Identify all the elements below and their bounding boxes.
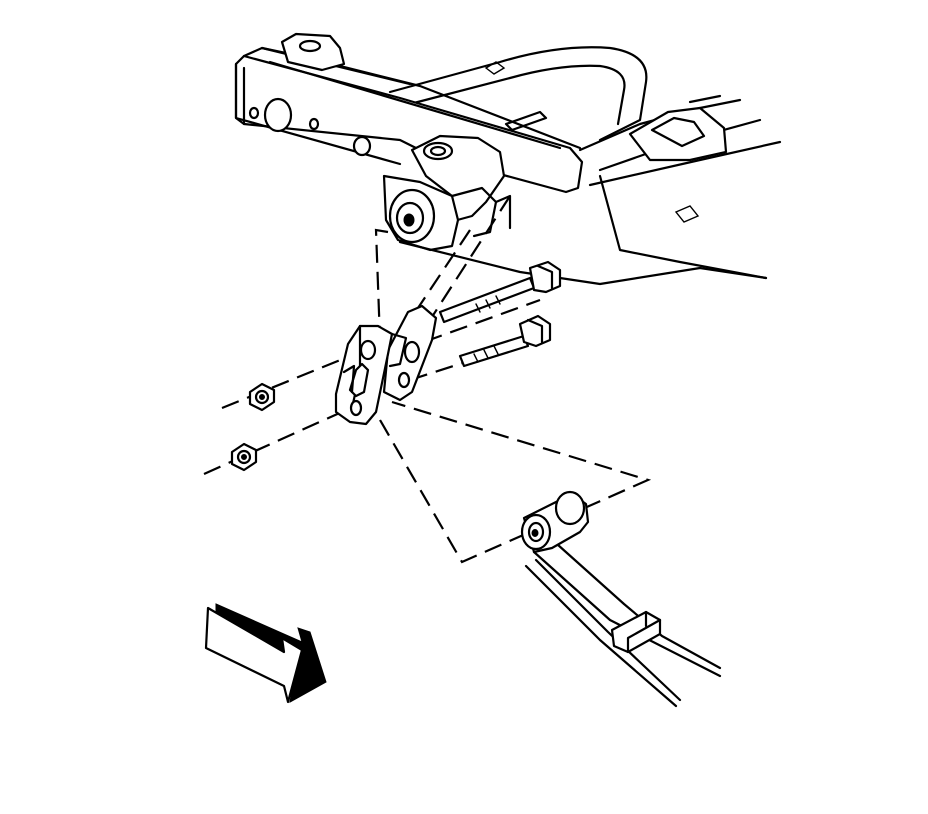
frame-hole-oval — [352, 135, 372, 157]
frame-background-bolt — [504, 110, 548, 132]
frame-top-post — [280, 32, 346, 72]
leader-lines — [203, 195, 652, 564]
bolt-upper — [438, 260, 562, 324]
hex-nut-lower — [230, 442, 258, 472]
spring-bushing — [554, 490, 586, 526]
hanger-bracket-rear — [382, 304, 438, 402]
leaf-spring-body — [532, 534, 722, 678]
frame-curved-rail — [388, 46, 648, 142]
frame-hole-small — [308, 117, 320, 131]
leaf-spring-assembly — [520, 490, 722, 708]
spring-clip — [610, 610, 662, 654]
frame-upper-mount — [628, 106, 728, 162]
frame-hole-large — [263, 97, 293, 133]
hanger-bracket-front — [334, 324, 394, 426]
hex-nut-upper — [248, 382, 276, 412]
bolt-lower — [458, 314, 552, 368]
frame-hole-small — [248, 106, 260, 120]
frame-curved-rail-inner — [408, 64, 626, 126]
frame-rail-assembly — [234, 32, 782, 286]
front-direction-arrow — [204, 603, 327, 704]
